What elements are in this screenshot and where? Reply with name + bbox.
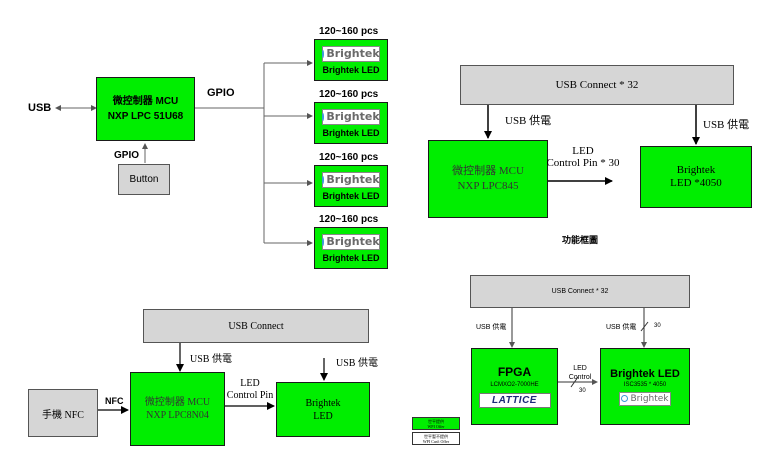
d4-led-block: Brightek LED ISC3535 * 4050 Brightek	[600, 348, 690, 425]
d1-led1-count: 120~160 pcs	[319, 26, 379, 37]
d3-nfc-label: NFC	[105, 396, 124, 406]
brightek-logo-icon	[322, 112, 325, 121]
d2-led-block: Brightek LED *4050	[640, 146, 752, 208]
d3-usb-connect-label: USB Connect	[228, 320, 284, 332]
d1-led4-count: 120~160 pcs	[319, 214, 379, 225]
d3-mcu-title: 微控制器 MCU	[144, 397, 211, 408]
d1-led3-block: Brightek Brightek LED	[314, 165, 388, 207]
brightek-logo: Brightek	[322, 233, 380, 250]
d2-control-line2: Control Pin * 30	[546, 157, 620, 169]
d1-led4-block: Brightek Brightek LED	[314, 227, 388, 269]
d2-mcu-block: 微控制器 MCU NXP LPC845	[428, 140, 548, 218]
d3-power-right-label: USB 供電	[336, 358, 378, 369]
d1-led3-count: 120~160 pcs	[319, 152, 379, 163]
brightek-logo: Brightek	[322, 45, 380, 62]
brightek-logo-icon	[322, 49, 325, 58]
brightek-logo-icon	[322, 175, 325, 184]
d4-control-line2: Control	[568, 374, 592, 381]
d3-mcu-model: NXP LPC8N04	[146, 410, 209, 421]
d1-led1-block: Brightek Brightek LED	[314, 39, 388, 81]
brightek-logo-icon	[621, 395, 629, 402]
d4-legend: 世平提供 WPI Offer 世平暫不提供 WPI Can't Offer	[412, 417, 460, 447]
d4-power-right-count: 30	[654, 323, 661, 329]
lattice-logo: LATTICE	[478, 393, 551, 408]
d2-control-line1: LED	[572, 145, 594, 157]
d3-led-brand: Brightek	[305, 397, 341, 409]
d4-usb-connect-label: USB Connect * 32	[551, 288, 609, 295]
d3-control-line1: LED	[240, 378, 260, 389]
d1-button-block: Button	[118, 164, 170, 195]
d4-usb-connect-block: USB Connect * 32	[470, 275, 690, 308]
d4-control-label: LED Control	[560, 364, 600, 382]
d2-power-right-label: USB 供電	[703, 119, 750, 131]
d4-fpga-part: LCMXO2-7000HE	[490, 382, 539, 388]
d1-led2-label: Brightek LED	[322, 127, 380, 138]
d4-power-left-label: USB 供電	[476, 324, 507, 331]
brightek-logo: Brightek	[322, 171, 380, 188]
d4-power-right-label: USB 供電	[606, 324, 637, 331]
d3-control-line2: Control Pin	[226, 390, 274, 401]
d3-nfc-device-block: 手機 NFC	[28, 389, 98, 437]
d2-control-label: LED Control Pin * 30	[538, 145, 628, 169]
d1-led3-label: Brightek LED	[322, 190, 380, 201]
d1-mcu-model: NXP LPC 51U68	[107, 111, 184, 122]
d3-mcu-block: 微控制器 MCU NXP LPC8N04	[130, 372, 225, 446]
legend-offer: 世平提供 WPI Offer	[412, 417, 460, 430]
d3-control-label: LED Control Pin	[222, 378, 278, 402]
d3-nfc-device-label: 手機 NFC	[42, 409, 84, 421]
d4-control-slash	[570, 376, 579, 388]
d1-gpio-out-label: GPIO	[207, 87, 235, 99]
d1-led4-label: Brightek LED	[322, 252, 380, 263]
d2-usb-connect-block: USB Connect * 32	[460, 65, 734, 105]
d1-button-label: Button	[129, 174, 159, 185]
d4-control-count: 30	[579, 388, 586, 394]
d3-usb-connect-block: USB Connect	[143, 309, 369, 343]
d4-power-right-slash	[640, 321, 649, 332]
d1-led2-block: Brightek Brightek LED	[314, 102, 388, 144]
d2-mcu-model: NXP LPC845	[457, 180, 519, 192]
d1-mcu-block: 微控制器 MCU NXP LPC 51U68	[96, 77, 195, 141]
brightek-logo: Brightek	[322, 108, 380, 125]
d2-power-left-label: USB 供電	[505, 115, 552, 127]
d1-led2-count: 120~160 pcs	[319, 89, 379, 100]
d4-led-part: ISC3535 * 4050	[623, 381, 667, 388]
d2-usb-connect-label: USB Connect * 32	[555, 79, 639, 91]
d1-usb-label: USB	[28, 102, 52, 114]
d1-led1-label: Brightek LED	[322, 64, 380, 75]
d2-led-brand: Brightek	[676, 164, 716, 176]
d1-mcu-title: 微控制器 MCU	[112, 96, 179, 107]
d2-caption: 功能框圖	[562, 235, 599, 245]
d1-gpio-in-label: GPIO	[114, 150, 140, 161]
d4-fpga-block: FPGA LCMXO2-7000HE LATTICE	[471, 348, 558, 425]
d4-fpga-title: FPGA	[497, 365, 532, 379]
legend-not-offer: 世平暫不提供 WPI Can't Offer	[412, 432, 460, 445]
d3-power-left-label: USB 供電	[190, 354, 232, 365]
d4-led-title: Brightek LED	[610, 367, 680, 380]
d3-led-block: Brightek LED	[276, 382, 370, 437]
brightek-logo: Brightek	[619, 391, 671, 406]
d2-mcu-title: 微控制器 MCU	[452, 165, 524, 177]
brightek-logo-icon	[322, 237, 325, 246]
d3-led-label: LED	[313, 410, 333, 422]
d4-control-line1: LED	[573, 365, 587, 372]
d2-led-count: LED *4050	[670, 177, 722, 189]
